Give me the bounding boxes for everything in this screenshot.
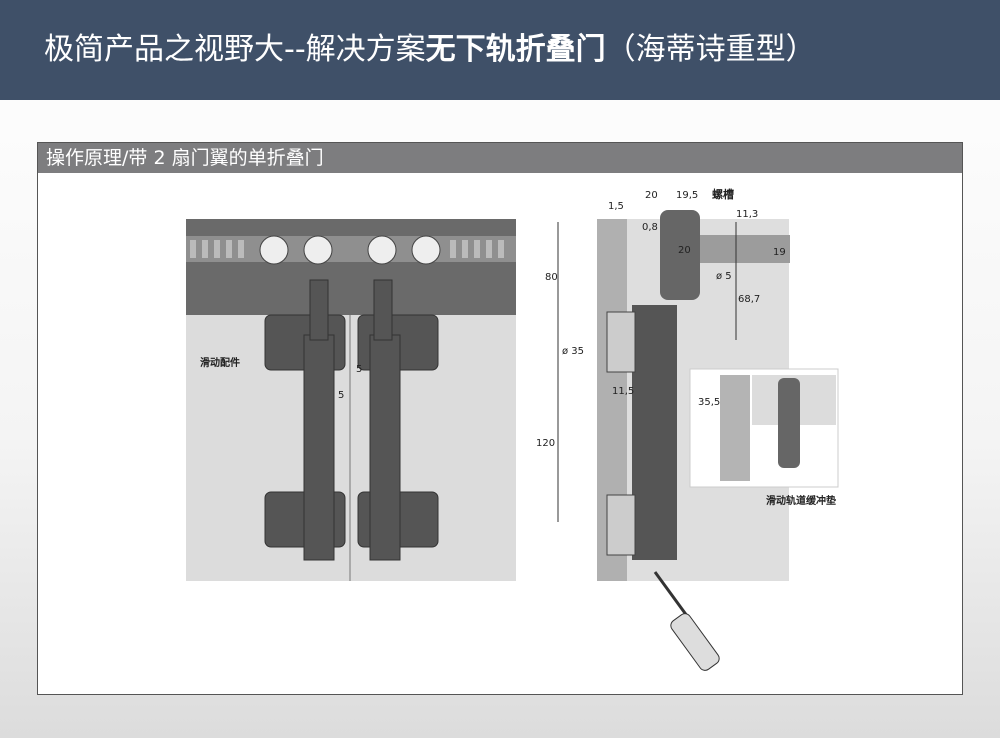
panel-title: 操作原理/带 2 扇门翼的单折叠门: [38, 143, 962, 173]
left-diagram: 滑动配件 5 5: [186, 219, 516, 581]
inset-dim: 35,5: [698, 397, 720, 408]
title-bold: 无下轨折叠门: [425, 32, 606, 67]
dim: 1,5: [608, 201, 624, 212]
screwdriver-icon: [653, 571, 720, 671]
dim: ø 35: [562, 346, 584, 357]
dim-a: 5: [356, 364, 362, 375]
title-suffix: （海蒂诗重型）: [605, 32, 816, 67]
slide-header: 极简产品之视野大--解决方案无下轨折叠门（海蒂诗重型）: [0, 0, 1000, 100]
dim: 20: [678, 245, 691, 256]
dim: 19,5: [676, 190, 698, 201]
dim: 68,7: [738, 294, 760, 305]
dim: 0,8: [642, 222, 658, 233]
dim: 20: [645, 190, 658, 201]
dim: 11,3: [736, 209, 758, 220]
dim: 120: [536, 438, 555, 449]
dim: 80: [545, 272, 558, 283]
screw-slot-label: 螺槽: [712, 187, 734, 201]
dim: 19: [773, 247, 786, 258]
dim: ø 5: [716, 271, 732, 282]
buffer-pad-label: 滑动轨道缓冲垫: [766, 494, 836, 507]
dim-b: 5: [338, 390, 344, 401]
title-normal: 极简产品之视野大--解决方案: [44, 32, 426, 67]
dim: 11,5: [612, 386, 634, 397]
sliding-fitting-label: 滑动配件: [200, 356, 240, 369]
right-diagram: 螺槽 1,5 20 19,5 11,3 0,8 20 19 ø 5 68,7 8…: [536, 187, 839, 671]
